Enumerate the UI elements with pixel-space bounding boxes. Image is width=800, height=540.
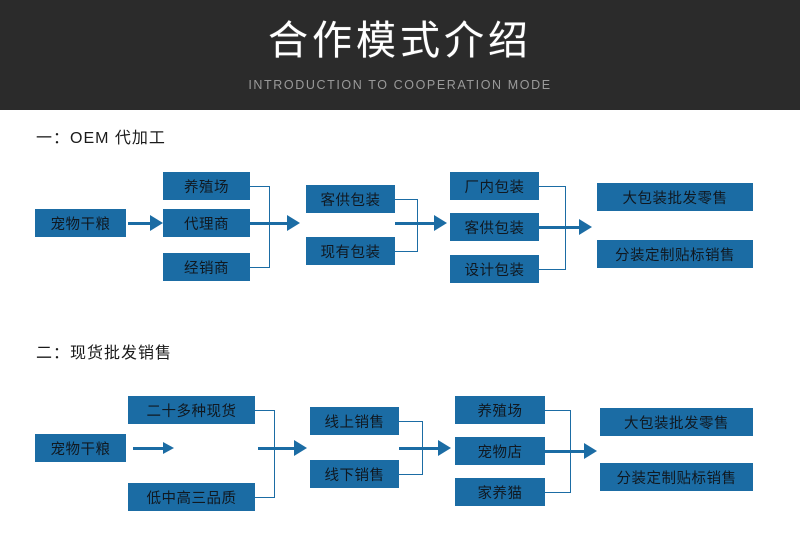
connector-s1-c2-top	[250, 185, 270, 187]
connector-s2-c4-c5-line	[545, 449, 587, 453]
box-s2-c2-1[interactable]: 低中高三品质	[128, 483, 255, 511]
connector-s1-c1-c2-arrow	[150, 215, 163, 231]
box-s1-c5-1[interactable]: 分装定制贴标销售	[597, 240, 753, 268]
connector-s1-c2-bottom	[250, 266, 270, 268]
box-s1-c4-1[interactable]: 客供包装	[450, 213, 539, 241]
connector-s1-c3-spine	[417, 198, 419, 252]
box-s1-c3-0[interactable]: 客供包装	[306, 185, 395, 213]
connector-s1-c4-c5-line	[539, 225, 582, 229]
connector-s1-c2-c3-arrow	[287, 215, 300, 231]
box-s1-c1-0[interactable]: 宠物干粮	[35, 209, 126, 237]
section-2-label: 二：现货批发销售	[36, 345, 173, 362]
connector-s2-c3-bottom	[399, 473, 423, 475]
connector-s1-c3-c4-line	[395, 221, 437, 225]
connector-s2-c2-spine	[274, 409, 276, 498]
connector-s1-c1-c2-line	[128, 221, 152, 225]
connector-s2-c3-c4-arrow	[438, 440, 451, 456]
box-s2-c3-1[interactable]: 线下销售	[310, 460, 399, 488]
connector-s1-c4-top	[539, 185, 566, 187]
connector-s1-c2-c3-line	[250, 221, 290, 225]
box-s1-c2-1[interactable]: 代理商	[163, 209, 250, 237]
box-s2-c1-0[interactable]: 宠物干粮	[35, 434, 126, 462]
page-subtitle: INTRODUCTION TO COOPERATION MODE	[248, 78, 552, 92]
box-s1-c2-2[interactable]: 经销商	[163, 253, 250, 281]
connector-s2-c3-c4-line	[399, 446, 441, 450]
connector-s1-c2-spine	[269, 185, 271, 268]
connector-s1-c4-bottom	[539, 268, 566, 270]
connector-s2-c4-bottom	[545, 491, 571, 493]
box-s2-c4-0[interactable]: 养殖场	[455, 396, 545, 424]
connector-s1-c3-bottom	[395, 250, 418, 252]
connector-s2-c1-c2-line	[133, 446, 168, 450]
flowchart-section-wholesale: 二：现货批发销售 宠物干粮 二十多种现货 低中高三品质 线上销售 线下销售 养殖…	[0, 325, 800, 540]
flowchart-section-oem: 一：OEM 代加工 宠物干粮 养殖场 代理商 经销商 客供包装 现有包装 厂内包…	[0, 110, 800, 325]
connector-s1-c3-top	[395, 198, 418, 200]
connector-s2-c3-top	[399, 420, 423, 422]
page-title: 合作模式介绍	[268, 19, 532, 63]
box-s1-c2-0[interactable]: 养殖场	[163, 172, 250, 200]
connector-s1-c3-c4-arrow	[434, 215, 447, 231]
box-s1-c4-0[interactable]: 厂内包装	[450, 172, 539, 200]
box-s1-c3-1[interactable]: 现有包装	[306, 237, 395, 265]
connector-s2-c4-c5-arrow	[584, 443, 597, 459]
section-1-label: 一：OEM 代加工	[36, 130, 166, 147]
box-s2-c4-2[interactable]: 家养猫	[455, 478, 545, 506]
connector-s1-c4-c5-arrow	[579, 219, 592, 235]
connector-s2-c1-c2-arrow	[163, 441, 174, 454]
box-s1-c5-0[interactable]: 大包装批发零售	[597, 183, 753, 211]
connector-s2-c2-c3-line	[258, 446, 298, 450]
connector-s2-c2-top	[255, 409, 275, 411]
box-s2-c5-1[interactable]: 分装定制贴标销售	[600, 463, 753, 491]
box-s2-c2-0[interactable]: 二十多种现货	[128, 396, 255, 424]
box-s2-c3-0[interactable]: 线上销售	[310, 407, 399, 435]
box-s2-c4-1[interactable]: 宠物店	[455, 437, 545, 465]
box-s1-c4-2[interactable]: 设计包装	[450, 255, 539, 283]
connector-s2-c4-top	[545, 409, 571, 411]
connector-s2-c2-c3-arrow	[294, 440, 307, 456]
connector-s2-c2-bottom	[255, 496, 275, 498]
page-banner: 合作模式介绍 INTRODUCTION TO COOPERATION MODE	[0, 0, 800, 110]
box-s2-c5-0[interactable]: 大包装批发零售	[600, 408, 753, 436]
